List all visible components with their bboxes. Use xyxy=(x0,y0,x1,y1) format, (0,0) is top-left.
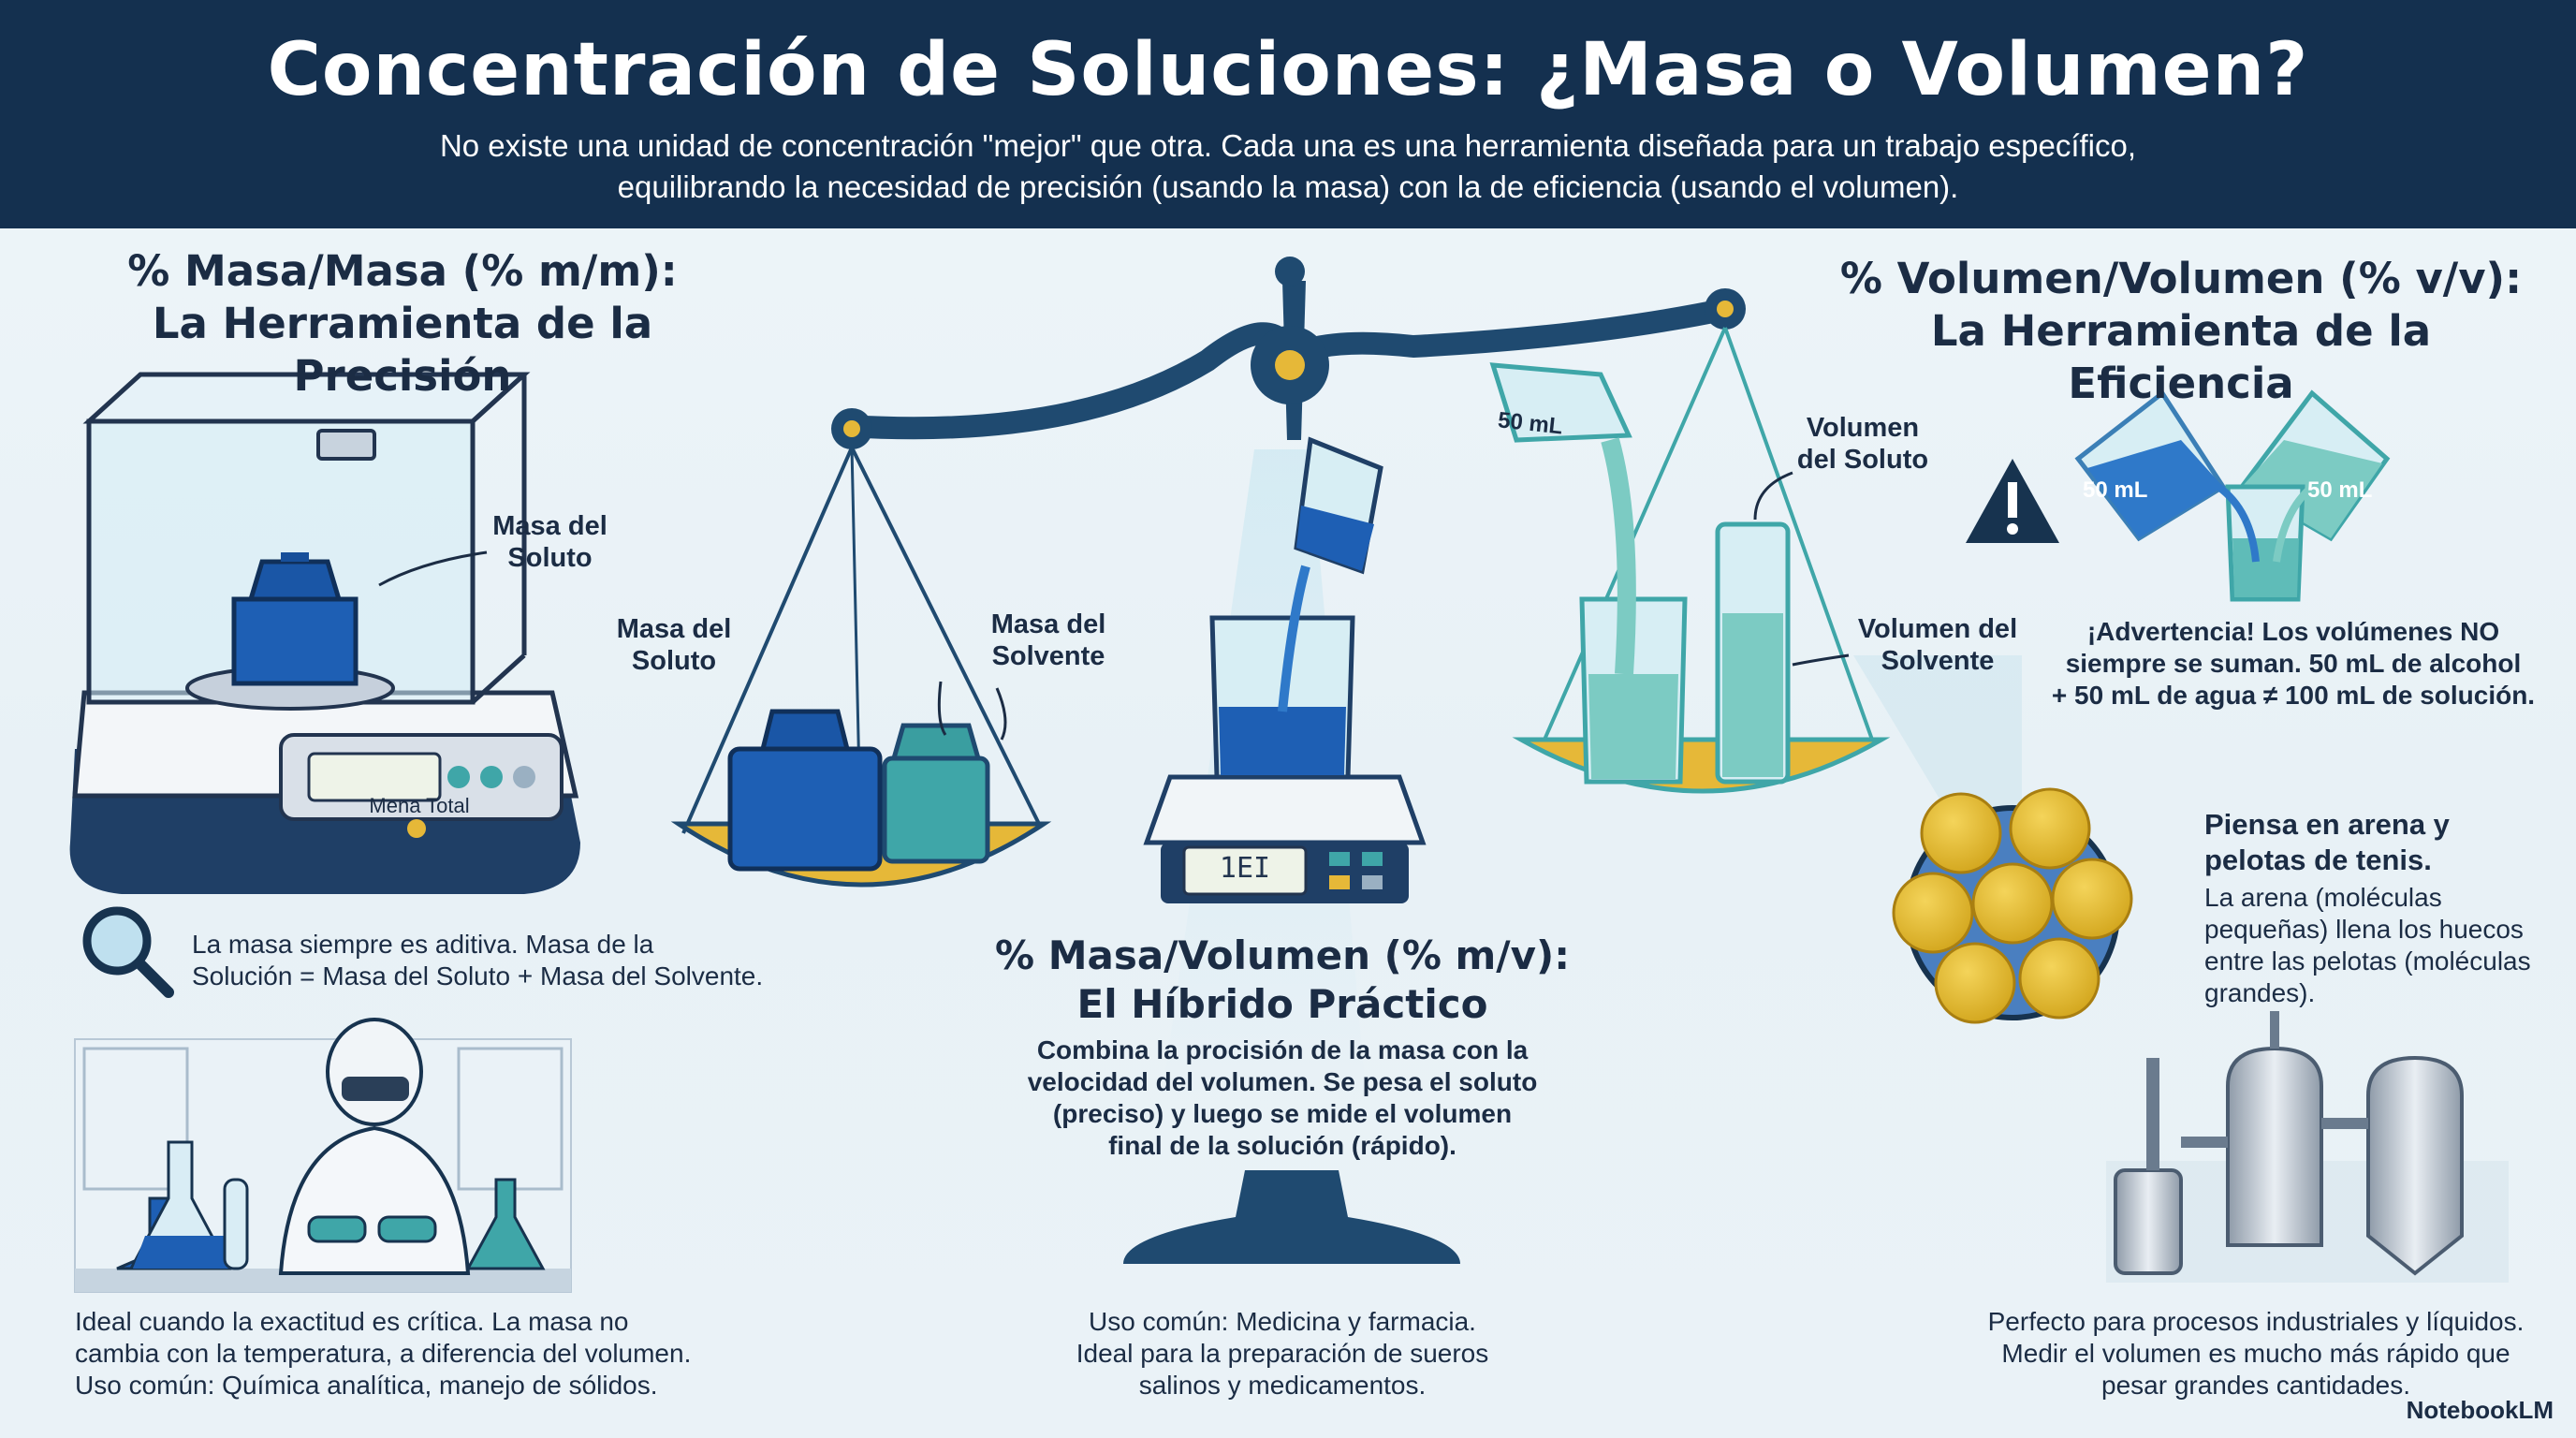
lab-scene xyxy=(74,1018,572,1293)
sand-line-3: entre las pelotas (moléculas xyxy=(2204,946,2531,976)
mv-use-line-2: Ideal para la preparación de sueros xyxy=(1076,1339,1489,1368)
mass-volume-title-line-2: El Híbrido Práctico xyxy=(1076,981,1488,1027)
ideal-line-3: Uso común: Química analítica, manejo de … xyxy=(75,1371,658,1400)
sand-line-2: pequeñas) llena los huecos xyxy=(2204,915,2524,944)
header-banner: Concentración de Soluciones: ¿Masa o Vol… xyxy=(0,0,2576,228)
balance-solute-label-line-2: Soluto xyxy=(507,543,593,573)
subtitle-line-2: equilibrando la necesidad de precisión (… xyxy=(617,169,1959,204)
mass-volume-use-note: Uso común: Medicina y farmacia. Ideal pa… xyxy=(1011,1306,1554,1401)
tennis-balls-illustration xyxy=(1853,655,2133,1024)
label-arrows xyxy=(378,471,1850,741)
industry-line-3: pesar grandes cantidades. xyxy=(2101,1371,2410,1400)
additive-note: La masa siempre es aditiva. Masa de la S… xyxy=(192,929,772,992)
mv-use-line-3: salinos y medicamentos. xyxy=(1138,1371,1427,1400)
warning-line-2: siempre se suman. 50 mL de alcohol xyxy=(2065,649,2522,678)
analytical-balance xyxy=(69,372,581,894)
balance-display-text: Mena Total xyxy=(369,794,470,817)
sand-analogy-title: Piensa en arena y pelotas de tenis. xyxy=(2204,807,2541,878)
volume-warning-note: ¡Advertencia! Los volúmenes NO siempre s… xyxy=(2041,616,2546,712)
scale-solute-mass-label: Masa del Soluto xyxy=(599,613,749,677)
mv-desc-line-1: Combina la procisión de la masa con la xyxy=(1036,1035,1529,1064)
industrial-tanks xyxy=(2106,1011,2509,1283)
page-subtitle: No existe una unidad de concentración "m… xyxy=(0,125,2576,208)
digital-scale xyxy=(1143,436,1427,903)
scale-solvent-mass-label: Masa del Solvente xyxy=(969,609,1128,672)
page-title: Concentración de Soluciones: ¿Masa o Vol… xyxy=(267,28,2309,112)
mv-desc-line-4: final de la solución (rápido). xyxy=(1108,1131,1456,1160)
scale-solute-volume-label-line-2: del Soluto xyxy=(1796,445,1929,475)
warning-icon xyxy=(1966,459,2059,543)
mass-volume-title: % Masa/Volumen (% m/v): El Híbrido Práct… xyxy=(973,932,1591,1029)
mass-mass-title-line-2: La Herramienta de la Precisión xyxy=(152,299,653,401)
volume-volume-title-line-1: % Volumen/Volumen (% v/v): xyxy=(1839,254,2523,303)
volume-volume-title: % Volumen/Volumen (% v/v): La Herramient… xyxy=(1816,253,2546,410)
ideal-line-1: Ideal cuando la exactitud es crítica. La… xyxy=(75,1307,629,1336)
mixing-beakers xyxy=(2074,389,2391,602)
industry-line-2: Medir el volumen es mucho más rápido que xyxy=(2001,1339,2510,1368)
mv-use-line-1: Uso común: Medicina y farmacia. xyxy=(1089,1307,1476,1336)
sand-line-1: La arena (moléculas xyxy=(2204,883,2442,912)
mass-mass-title-line-1: % Masa/Masa (% m/m): xyxy=(127,246,678,296)
additive-note-line-2: Solución = Masa del Soluto + Masa del So… xyxy=(192,961,764,990)
scale-solvent-mass-label-line-2: Solvente xyxy=(991,641,1105,671)
beaker-left-label: 50 mL xyxy=(2083,477,2148,503)
scale-solvent-volume-label-line-2: Solvente xyxy=(1881,646,1995,676)
sand-title-line-1: Piensa en arena y xyxy=(2204,808,2450,841)
sand-analogy-text: La arena (moléculas pequeñas) llena los … xyxy=(2204,882,2560,1009)
mass-mass-ideal-note: Ideal cuando la exactitud es crítica. La… xyxy=(75,1306,749,1401)
mv-desc-line-2: velocidad del volumen. Se pesa el soluto xyxy=(1027,1067,1538,1096)
warning-line-3: + 50 mL de agua ≠ 100 mL de solución. xyxy=(2051,681,2536,710)
mass-volume-title-line-1: % Masa/Volumen (% m/v): xyxy=(994,932,1571,978)
balance-solute-label-line-1: Masa del xyxy=(492,511,607,541)
scale-pedestal xyxy=(1123,1170,1460,1264)
scale-solvent-volume-label-line-1: Volumen del xyxy=(1857,614,2018,644)
balance-scale xyxy=(670,257,1891,1105)
scale-solute-mass-label-line-2: Soluto xyxy=(631,646,717,676)
mass-mass-title: % Masa/Masa (% m/m): La Herramienta de l… xyxy=(56,245,749,403)
warning-line-1: ¡Advertencia! Los volúmenes NO xyxy=(2086,617,2500,646)
scale-solvent-volume-label: Volumen del Solvente xyxy=(1839,613,2036,677)
additive-note-line-1: La masa siempre es aditiva. Masa de la xyxy=(192,930,654,959)
ideal-line-2: cambia con la temperatura, a diferencia … xyxy=(75,1339,692,1368)
sand-line-4: grandes). xyxy=(2204,978,2316,1007)
industry-line-1: Perfecto para procesos industriales y lí… xyxy=(1987,1307,2525,1336)
industry-note: Perfecto para procesos industriales y lí… xyxy=(1947,1306,2565,1401)
subtitle-line-1: No existe una unidad de concentración "m… xyxy=(439,128,2137,163)
mv-desc-line-3: (preciso) y luego se mide el volumen xyxy=(1052,1099,1513,1128)
scale-solute-volume-label-line-1: Volumen xyxy=(1806,413,1920,443)
digital-scale-display: 1EI xyxy=(1219,852,1271,885)
brand-watermark: NotebookLM xyxy=(2406,1396,2554,1424)
magnifier-icon xyxy=(82,906,174,998)
balance-solute-label: Masa del Soluto xyxy=(468,510,632,574)
mass-volume-description: Combina la procisión de la masa con la v… xyxy=(992,1034,1573,1162)
sand-title-line-2: pelotas de tenis. xyxy=(2204,844,2432,876)
volume-volume-title-line-2: La Herramienta de la Eficiencia xyxy=(1930,306,2432,408)
scale-solute-volume-label: Volumen del Soluto xyxy=(1783,412,1942,476)
scale-solute-mass-label-line-1: Masa del xyxy=(616,614,732,644)
beaker-right-label: 50 mL xyxy=(2307,477,2373,503)
scale-solvent-mass-label-line-1: Masa del xyxy=(990,609,1106,639)
